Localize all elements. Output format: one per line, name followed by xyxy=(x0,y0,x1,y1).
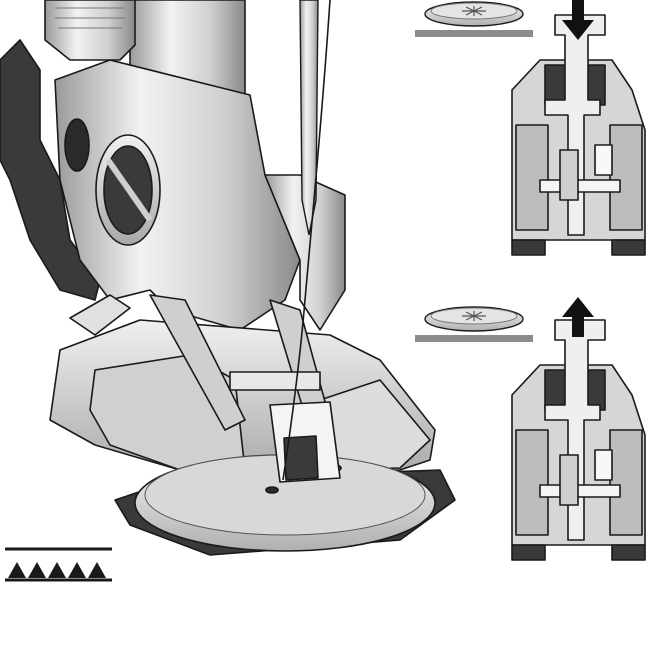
arrow-up-icon xyxy=(562,297,594,337)
needle-and-thread xyxy=(282,0,331,481)
dial-icon xyxy=(415,1,533,37)
cross-pin xyxy=(229,371,321,391)
feed-dog-tooth xyxy=(8,562,26,578)
main-presser-foot xyxy=(0,0,456,556)
spring-clip xyxy=(149,294,246,431)
feed-dog-tooth xyxy=(48,562,66,578)
feed-dogs-raised-icon xyxy=(5,547,112,582)
presser-foot-up-panel xyxy=(415,297,646,561)
needle xyxy=(299,0,319,236)
release-lever xyxy=(69,294,131,336)
shank-hole xyxy=(64,118,90,172)
plate-hole-left xyxy=(265,486,279,494)
dial-icon xyxy=(415,306,533,342)
feed-dog-tooth xyxy=(28,562,46,578)
presser-foot-down-panel xyxy=(415,0,646,256)
presser-foot-front-view xyxy=(511,14,646,256)
thumb-screw xyxy=(44,0,136,61)
thread xyxy=(282,0,331,481)
feed-dog-tooth xyxy=(88,562,106,578)
presser-foot-front-view xyxy=(511,319,646,561)
arrow-down-icon xyxy=(562,0,594,40)
feed-dog-tooth xyxy=(68,562,86,578)
